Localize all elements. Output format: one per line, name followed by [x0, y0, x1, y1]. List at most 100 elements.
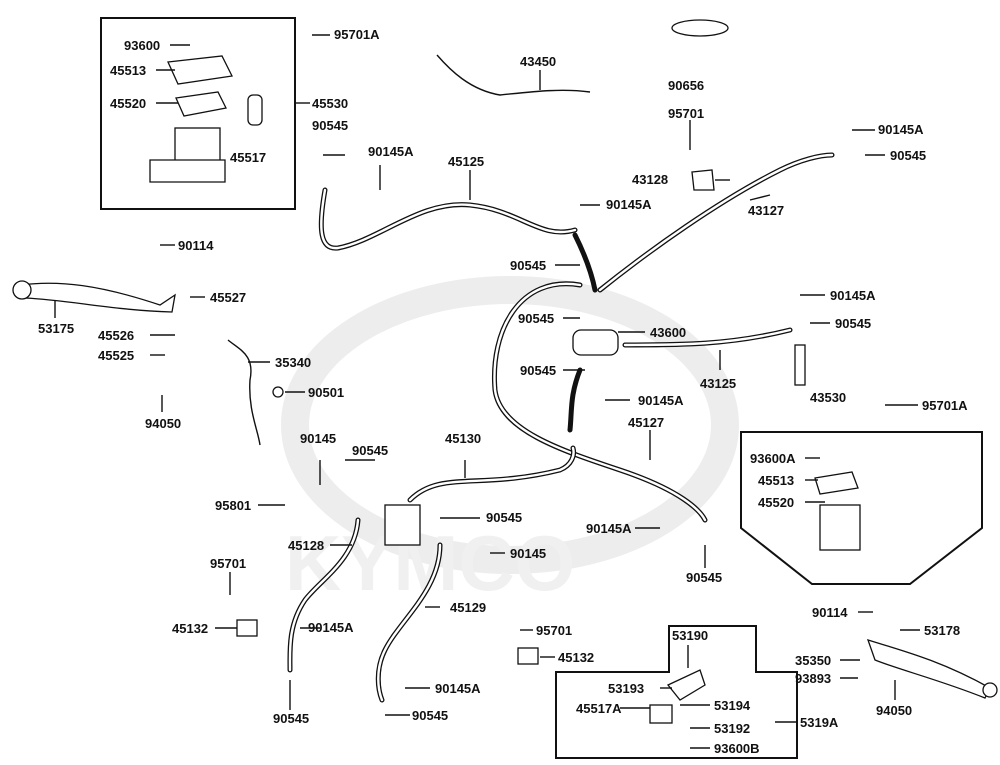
diaphragm-top	[175, 91, 227, 117]
label-90145A-upper-left: 90145A	[368, 144, 414, 159]
label-43450: 43450	[520, 54, 556, 69]
label-45520-right: 45520	[758, 495, 794, 510]
reservoir-cap-right	[814, 471, 859, 495]
switch-unit	[794, 344, 806, 386]
label-94050-right: 94050	[876, 703, 912, 718]
label-93600A: 93600A	[750, 451, 796, 466]
label-45132-left: 45132	[172, 621, 208, 636]
leader-lines	[54, 34, 920, 749]
label-93893: 93893	[795, 671, 831, 686]
hoses	[227, 54, 835, 703]
label-90145-mid: 90145	[510, 546, 546, 561]
label-90545-upper-left: 90545	[312, 118, 348, 133]
label-45526: 45526	[98, 328, 134, 343]
label-95801: 95801	[215, 498, 251, 513]
label-94050-left: 94050	[145, 416, 181, 431]
lever-kit-box	[555, 625, 798, 759]
label-45513-top: 45513	[110, 63, 146, 78]
label-45517: 45517	[230, 150, 266, 165]
master-cylinder-box-top	[100, 17, 296, 210]
watermark-text: KYMCO	[285, 519, 575, 607]
label-93600B: 93600B	[714, 741, 760, 756]
label-95701-top: 95701	[668, 106, 704, 121]
kymco-watermark: KYMCO	[281, 276, 739, 607]
bracket-53190	[666, 669, 706, 701]
label-43125: 43125	[700, 376, 736, 391]
label-90545-mid-3: 90545	[686, 570, 722, 585]
label-90145A-right: 90145A	[830, 288, 876, 303]
lever-53178	[866, 638, 991, 699]
label-90114-right: 90114	[812, 605, 848, 620]
clamp-43128	[691, 169, 715, 191]
label-53192: 53192	[714, 721, 750, 736]
clip-90656	[671, 19, 729, 37]
label-45127: 45127	[628, 415, 664, 430]
master-cylinder-box-right	[740, 431, 983, 585]
hose-short	[567, 367, 583, 433]
label-95701A-top: 95701A	[334, 27, 380, 42]
part-labels: 93600 95701A 45513 45520 45530 45517 434…	[38, 27, 968, 756]
label-45520-top: 45520	[110, 96, 146, 111]
lever-53175	[19, 282, 176, 313]
label-90545-bottom-1: 90545	[273, 711, 309, 726]
label-43128: 43128	[632, 172, 668, 187]
label-90545-center-3: 90545	[520, 363, 556, 378]
clamp-45132-center	[517, 647, 539, 665]
label-93600: 93600	[124, 38, 160, 53]
label-90545-center-1: 90545	[510, 258, 546, 273]
label-90145A-mid-2: 90145A	[586, 521, 632, 536]
label-45513-right: 45513	[758, 473, 794, 488]
label-95701-center: 95701	[536, 623, 572, 638]
label-90656: 90656	[668, 78, 704, 93]
label-90145A-bottom: 90145A	[435, 681, 481, 696]
hose-junction	[572, 232, 598, 293]
label-90501: 90501	[308, 385, 344, 400]
wire-35340	[227, 339, 261, 446]
label-95701A-right: 95701A	[922, 398, 968, 413]
label-45517A: 45517A	[576, 701, 622, 716]
label-90545-top-right: 90545	[890, 148, 926, 163]
label-43600: 43600	[650, 325, 686, 340]
clamp-45517A	[649, 704, 673, 724]
label-35350: 35350	[795, 653, 831, 668]
label-90145A-mid: 90145A	[606, 197, 652, 212]
label-35340: 35340	[275, 355, 311, 370]
label-90545-right: 90545	[835, 316, 871, 331]
clamp-45132-left	[236, 619, 258, 637]
label-90545-mid: 90545	[352, 443, 388, 458]
label-45132-center: 45132	[558, 650, 594, 665]
label-53190: 53190	[672, 628, 708, 643]
label-90145A-center: 90145A	[638, 393, 684, 408]
hose-45130	[407, 445, 577, 503]
label-45525: 45525	[98, 348, 134, 363]
delay-valve-43600	[572, 329, 619, 356]
label-90545-bottom-2: 90545	[412, 708, 448, 723]
label-90145A-top-right: 90145A	[878, 122, 924, 137]
label-53175: 53175	[38, 321, 74, 336]
label-53193: 53193	[608, 681, 644, 696]
master-cylinder-right	[819, 504, 861, 551]
label-53194: 53194	[714, 698, 751, 713]
label-45527: 45527	[210, 290, 246, 305]
label-45130: 45130	[445, 431, 481, 446]
label-53178: 53178	[924, 623, 960, 638]
label-45128: 45128	[288, 538, 324, 553]
hose-45125	[318, 187, 578, 251]
reservoir-cap-top	[167, 55, 233, 85]
label-43127-top: 43127	[748, 203, 784, 218]
label-45125: 45125	[448, 154, 484, 169]
label-43530: 43530	[810, 390, 846, 405]
label-90545-center-2: 90545	[518, 311, 554, 326]
label-90145A-left: 90145A	[308, 620, 354, 635]
joint-block	[384, 504, 421, 546]
clamp-45517	[247, 94, 263, 126]
label-45530: 45530	[312, 96, 348, 111]
cable-43450	[436, 54, 591, 96]
label-90545-mid-2: 90545	[486, 510, 522, 525]
label-90114-left: 90114	[178, 238, 214, 253]
label-90145: 90145	[300, 431, 336, 446]
label-45129: 45129	[450, 600, 486, 615]
label-95701-left: 95701	[210, 556, 246, 571]
label-5319A: 5319A	[800, 715, 839, 730]
